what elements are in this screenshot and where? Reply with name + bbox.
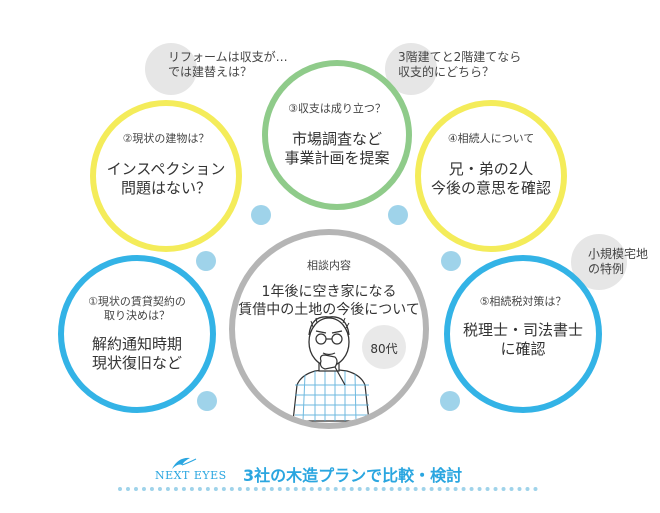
note-floors: 3階建てと2階建てなら 収支的にどちら？ [398,50,522,79]
circle-inheritance-tax-content: ⑤相続税対策は？ 税理士・司法書士 に確認 [444,255,602,359]
circle-main-text: 市場調査など 事業計画を提案 [284,130,390,167]
circle-main-text: インスペクション 問題はない？ [106,160,226,197]
brand-logo-text: NEXT EYES [155,469,227,482]
note-bubble-reform [145,43,197,95]
circle-label: ②現状の建物は？ [122,132,210,145]
circle-heirs-content: ④相続人について 兄・弟の2人 今後の意思を確認 [415,100,567,198]
circle-inheritance-tax [444,255,602,413]
age-bubble [362,325,406,369]
footer-dotted-line [118,487,538,491]
circle-lease-contract [58,255,216,413]
footer-tagline: 3社の木造プランで比較・検討 [243,466,463,485]
circle-current-building [90,100,242,252]
circle-label: ③収支は成り立つ？ [288,102,386,115]
circle-main-text: 税理士・司法書士 に確認 [462,321,583,358]
connector-dot [251,205,271,225]
circle-profitability [262,60,412,210]
circle-label: ④相続人について [447,132,535,145]
circle-profitability-content: ③収支は成り立つ？ 市場調査など 事業計画を提案 [262,60,412,168]
connector-dot [441,251,461,271]
connector-dot [440,391,460,411]
circle-main-text: 解約通知時期 現状復旧など [91,335,182,372]
circle-heirs [415,100,567,252]
circle-label: ⑤相続税対策は？ [479,295,567,308]
circle-current-building-content: ②現状の建物は？ インスペクション 問題はない？ [90,100,242,198]
consultation-label: 相談内容 [307,259,351,272]
connector-dot [196,251,216,271]
note-reform: リフォームは収支が… では建替えは？ [168,50,288,79]
elderly-man-illustration [292,316,370,422]
consultation-text: 1年後に空き家になる 賃借中の土地の今後について [238,284,420,318]
connector-dot [197,391,217,411]
connector-dot [388,205,408,225]
age-label: 80代 [370,342,398,356]
circle-main-text: 兄・弟の2人 今後の意思を確認 [430,160,551,197]
leaf-logo-icon [172,457,197,469]
note-special: 小規模宅地 の特例 [588,247,649,276]
circle-lease-contract-content: ①現状の賃貸契約の 取り決めは？ 解約通知時期 現状復旧など [58,255,216,373]
circle-consultation-content: 相談内容 1年後に空き家になる 賃借中の土地の今後について [229,229,429,319]
circle-label: ①現状の賃貸契約の 取り決めは？ [88,295,186,322]
